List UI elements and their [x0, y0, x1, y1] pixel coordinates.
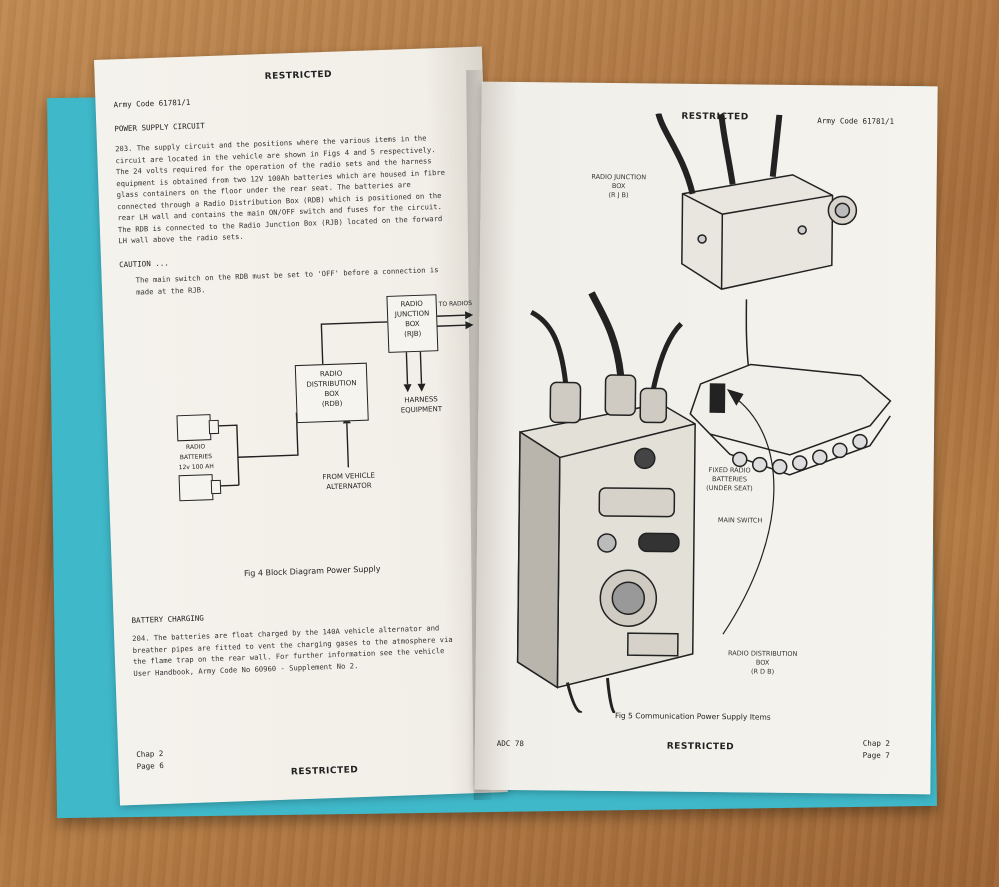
left-page-header: RESTRICTED [264, 69, 333, 83]
charging-title: BATTERY CHARGING [131, 613, 204, 626]
right-footer-page: Page 7 [862, 750, 890, 760]
rdb-line: (RDB) [321, 399, 343, 409]
left-footer-chap: Chap 2 [136, 749, 164, 759]
left-page: RESTRICTED Army Code 61781/1 POWER SUPPL… [94, 46, 508, 806]
block-diagram: RADIO JUNCTION BOX (RJB) TO RADIOS HARNE… [142, 277, 491, 549]
illustration-drawing [516, 112, 892, 715]
callout-line: (R D B) [750, 667, 775, 676]
batteries-callout: FIXED RADIO BATTERIES (UNDER SEAT) [689, 466, 769, 494]
paragraph-203: 203. The supply circuit and the position… [115, 131, 478, 247]
callout-line: (R J B) [608, 190, 629, 200]
left-page-footer-restricted: RESTRICTED [290, 765, 359, 778]
section-title: POWER SUPPLY CIRCUIT [114, 121, 205, 134]
left-footer-page: Page 6 [136, 760, 164, 771]
power-supply-illustration: RADIO JUNCTION BOX (R J B) FIXED RADIO B… [487, 112, 923, 716]
main-switch-callout: MAIN SWITCH [705, 516, 775, 526]
fig4-caption: Fig 4 Block Diagram Power Supply [243, 564, 381, 579]
right-page: RESTRICTED Army Code 61781/1 [474, 81, 938, 795]
left-army-code: Army Code 61781/1 [113, 97, 191, 110]
batteries-line: 12v 100 AH [178, 463, 214, 472]
harness-label: HARNESS EQUIPMENT [386, 394, 457, 416]
battery-2 [178, 474, 214, 502]
rdb-box: RADIO DISTRIBUTION BOX (RDB) [294, 362, 369, 424]
battery-1-terminal [208, 419, 220, 435]
alternator-label: FROM VEHICLE ALTERNATOR [309, 470, 390, 493]
callout-line: (UNDER SEAT) [706, 484, 753, 493]
rjb-callout: RADIO JUNCTION BOX (R J B) [568, 173, 668, 201]
right-footer-adc: ADC 78 [496, 738, 524, 749]
batteries-label: RADIO BATTERIES 12v 100 AH [165, 442, 226, 474]
paragraph-204: 204. The batteries are float charged by … [132, 620, 493, 679]
rdb-callout: RADIO DISTRIBUTION BOX (R D B) [708, 649, 818, 677]
callout-line: MAIN SWITCH [717, 516, 763, 525]
fig5-caption: Fig 5 Communication Power Supply Items [615, 711, 771, 722]
right-page-footer-restricted: RESTRICTED [666, 741, 735, 753]
battery-2-terminal [210, 479, 222, 495]
caution-title: CAUTION ... [119, 258, 169, 270]
right-footer-chap: Chap 2 [862, 738, 890, 748]
rjb-box: RADIO JUNCTION BOX (RJB) [386, 294, 439, 353]
battery-1 [176, 414, 212, 442]
rjb-line: (RJB) [404, 329, 422, 339]
